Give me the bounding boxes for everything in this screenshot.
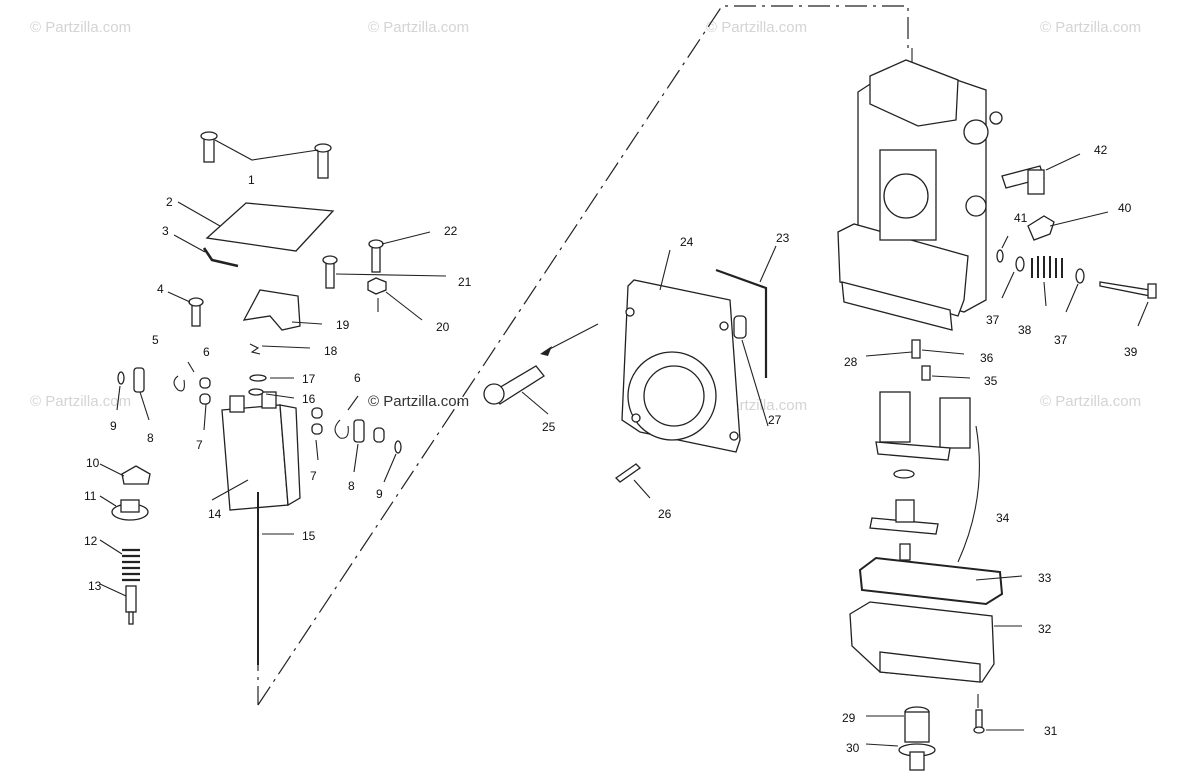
- cover-plate-2: [177, 201, 335, 252]
- callout-25: 25: [542, 420, 556, 434]
- callout-16: 16: [302, 392, 316, 406]
- callout-labels: 1 2 3 4 5 6 6 7 7 8 8 9 9 10 11 12 13 14…: [84, 143, 1138, 755]
- callout-6: 6: [203, 345, 210, 359]
- callout-19: 19: [336, 318, 350, 332]
- watermark: © Partzilla.com: [368, 393, 469, 410]
- callout-33: 33: [1038, 571, 1052, 585]
- callout-3: 3: [162, 224, 169, 238]
- callout-9: 9: [376, 487, 383, 501]
- screws-1: [200, 131, 332, 179]
- cap-40: [1027, 211, 1109, 241]
- callout-13: 13: [88, 579, 102, 593]
- callout-22: 22: [444, 224, 458, 238]
- callout-2: 2: [166, 195, 173, 209]
- callout-34: 34: [996, 511, 1010, 525]
- spring-38-washers-37: [1001, 256, 1085, 313]
- insulator-24: [621, 249, 741, 453]
- callout-1: 1: [248, 173, 255, 187]
- gasket-23: [715, 245, 777, 378]
- callout-26: 26: [658, 507, 672, 521]
- callout-10: 10: [86, 456, 100, 470]
- callout-32: 32: [1038, 622, 1052, 636]
- nut-10: [99, 463, 151, 485]
- watermark: © Partzilla.com: [706, 19, 807, 36]
- assembly-guide-lines: [257, 5, 909, 706]
- washer-41: [996, 235, 1009, 263]
- callout-7: 7: [196, 438, 203, 452]
- callout-40: 40: [1118, 201, 1132, 215]
- callout-9: 9: [110, 419, 117, 433]
- callout-38: 38: [1018, 323, 1032, 337]
- pin-27: [733, 315, 769, 427]
- gasket-33: [858, 556, 1023, 606]
- holder-19: [242, 289, 323, 331]
- callout-30: 30: [846, 741, 860, 755]
- callout-14: 14: [208, 507, 222, 521]
- watermark: © Partzilla.com: [30, 19, 131, 36]
- callout-37: 37: [1054, 333, 1068, 347]
- plunger-13: [99, 583, 137, 625]
- carb-body: [837, 48, 1003, 331]
- callout-35: 35: [984, 374, 998, 388]
- callout-11: 11: [84, 489, 97, 503]
- callout-15: 15: [302, 529, 316, 543]
- callout-12: 12: [84, 534, 98, 548]
- callout-36: 36: [980, 351, 994, 365]
- screw-39: [1099, 281, 1157, 327]
- drain-29-30-31: [865, 694, 1024, 771]
- callout-42: 42: [1094, 143, 1108, 157]
- callout-27: 27: [768, 413, 782, 427]
- watermark: © Partzilla.com: [30, 393, 131, 410]
- callout-29: 29: [842, 711, 856, 725]
- callout-21: 21: [458, 275, 472, 289]
- callout-6: 6: [354, 371, 361, 385]
- callout-17: 17: [302, 372, 316, 386]
- left-small-parts: [116, 361, 211, 431]
- callout-4: 4: [157, 282, 164, 296]
- callout-37: 37: [986, 313, 1000, 327]
- callout-28: 28: [844, 355, 858, 369]
- spring-12: [99, 539, 140, 582]
- callout-5: 5: [152, 333, 159, 347]
- fitting-42: [1001, 153, 1081, 195]
- right-small-parts: [311, 395, 402, 483]
- callout-31: 31: [1044, 724, 1058, 738]
- cap-11: [99, 495, 149, 521]
- pin-26: [614, 463, 651, 499]
- callout-41: 41: [1014, 211, 1028, 225]
- jets-35-36: [865, 339, 971, 381]
- slide-14: [211, 391, 301, 511]
- callout-8: 8: [348, 479, 355, 493]
- screw-25: [483, 323, 599, 415]
- screws-20-21-22: [322, 231, 447, 321]
- callout-18: 18: [324, 344, 338, 358]
- screw-4: [167, 291, 204, 327]
- watermark: © Partzilla.com: [1040, 393, 1141, 410]
- callout-24: 24: [680, 235, 694, 249]
- clip-parts-16-17-18: [248, 343, 311, 399]
- callout-39: 39: [1124, 345, 1138, 359]
- callout-23: 23: [776, 231, 790, 245]
- float-assembly-34: [869, 391, 980, 563]
- callout-8: 8: [147, 431, 154, 445]
- float-bowl-32: [849, 601, 1022, 683]
- callout-7: 7: [310, 469, 317, 483]
- gasket-3: [173, 234, 239, 268]
- watermark: © Partzilla.com: [368, 19, 469, 36]
- needle-15: [257, 492, 294, 665]
- callout-20: 20: [436, 320, 450, 334]
- watermark: © Partzilla.com: [1040, 19, 1141, 36]
